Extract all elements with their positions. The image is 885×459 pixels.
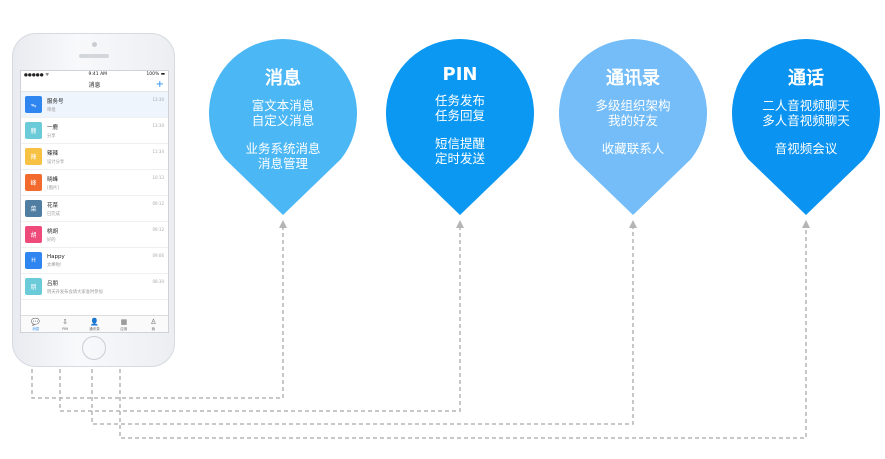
contact-name: 一鹿 <box>47 124 59 131</box>
status-bar: ●●●●● ᯤ 9:41 AM 100% ▬ <box>24 72 165 78</box>
list-item[interactable]: H Happy 太棒啦! 09:06 <box>21 248 168 274</box>
message-preview: 太棒啦! <box>47 262 62 268</box>
tab-label: 我 <box>151 327 156 331</box>
avatar: 胡 <box>25 226 42 243</box>
tab-icon: 💬 <box>31 318 41 326</box>
feature-item: 我的好友 <box>607 113 658 128</box>
tab-label: 应用 <box>120 327 128 331</box>
message-preview: 明天开发布会请大家准时参加 <box>47 289 103 295</box>
phone-screen: ●●●●● ᯤ 9:41 AM 100% ▬ 消息 + ᯓ 服务号 审批 13:… <box>20 70 169 333</box>
avatar: 峰 <box>25 174 42 191</box>
feature-pin: 消息富文本消息自定义消息业务系统消息消息管理 <box>208 64 358 171</box>
timestamp: 10:13 <box>152 175 164 180</box>
tab-0[interactable]: 💬 消息 <box>21 316 50 332</box>
list-item[interactable]: ᯓ 服务号 审批 13:30 <box>21 92 168 118</box>
arrow-up-icon <box>279 220 287 228</box>
timestamp: 09:12 <box>152 227 164 232</box>
timestamp: 08:30 <box>152 279 164 284</box>
tab-icon: 👤 <box>90 318 99 326</box>
tab-bar: 💬 消息 ⇩ PIN 👤 通讯录 ▦ 应用 ♙ 我 <box>21 315 168 332</box>
feature-item: 任务发布 <box>434 93 485 108</box>
list-item[interactable]: 朋 吕朋 明天开发布会请大家准时参加 08:30 <box>21 274 168 300</box>
contact-name: Happy <box>47 253 65 260</box>
feature-item: 定时发送 <box>434 151 485 166</box>
avatar: 辣 <box>25 148 42 165</box>
phone-mockup: ●●●●● ᯤ 9:41 AM 100% ▬ 消息 + ᯓ 服务号 审批 13:… <box>12 33 175 367</box>
avatar: ᯓ <box>25 96 42 113</box>
home-button[interactable] <box>82 336 106 360</box>
avatar: H <box>25 252 42 269</box>
tab-label: 通讯录 <box>89 327 100 331</box>
feature-item: 富文本消息 <box>251 98 315 113</box>
contact-name: 桃胡 <box>47 228 59 235</box>
pin-title: PIN <box>442 64 478 85</box>
dashed-connector <box>59 226 461 412</box>
avatar: 朋 <box>25 278 42 295</box>
dashed-connector <box>91 226 634 425</box>
pin-title: 通话 <box>788 68 824 89</box>
tab-4[interactable]: ♙ 我 <box>139 316 168 332</box>
arrow-up-icon <box>802 220 810 228</box>
dashed-connector <box>31 226 284 399</box>
feature-item: 音视频会议 <box>774 141 838 156</box>
feature-item: 二人音视频聊天 <box>762 98 850 113</box>
list-item[interactable]: 辣 辣辣 设计分享 11:34 <box>21 144 168 170</box>
feature-item: 业务系统消息 <box>245 141 321 156</box>
message-preview: 好的 <box>47 237 56 243</box>
list-item[interactable]: 鹿 一鹿 分享 13:30 <box>21 118 168 144</box>
tab-label: 消息 <box>32 327 40 331</box>
add-icon[interactable]: + <box>155 79 164 90</box>
message-preview: [图片] <box>47 185 59 191</box>
feature-pin: 通话二人音视频聊天多人音视频聊天音视频会议 <box>731 64 881 156</box>
speaker <box>79 54 109 58</box>
list-item[interactable]: 胡 桃胡 好的 09:12 <box>21 222 168 248</box>
feature-item: 多人音视频聊天 <box>762 113 850 128</box>
message-preview: 设计分享 <box>47 159 65 165</box>
feature-pin: PIN 任务发布任务回复短信提醒定时发送 <box>385 64 535 166</box>
pin-shape <box>559 39 707 215</box>
pin-title: 通讯录 <box>606 68 660 89</box>
contact-name: 花菜 <box>47 202 59 209</box>
message-preview: 审批 <box>47 107 56 113</box>
arrow-up-icon <box>629 220 637 228</box>
tab-2[interactable]: 👤 通讯录 <box>80 316 109 332</box>
message-preview: 分享 <box>47 133 56 139</box>
dashed-connector <box>119 226 807 439</box>
tab-icon: ♙ <box>150 318 157 326</box>
feature-item: 短信提醒 <box>434 136 485 151</box>
contact-name: 吕朋 <box>47 280 59 287</box>
contact-name: 晓峰 <box>47 176 59 183</box>
feature-item: 收藏联系人 <box>601 141 665 156</box>
timestamp: 13:30 <box>152 97 164 102</box>
tab-label: PIN <box>62 327 68 331</box>
list-item[interactable]: 峰 晓峰 [图片] 10:13 <box>21 170 168 196</box>
camera <box>92 42 97 47</box>
timestamp: 13:30 <box>152 123 164 128</box>
pin-shape <box>385 39 534 215</box>
feature-item: 任务回复 <box>434 108 485 123</box>
feature-pin: 通讯录多级组织架构我的好友收藏联系人 <box>558 64 708 156</box>
contact-name: 服务号 <box>47 98 64 105</box>
tab-1[interactable]: ⇩ PIN <box>50 316 79 332</box>
feature-item: 多级组织架构 <box>595 98 671 113</box>
tab-icon: ⇩ <box>62 318 69 326</box>
list-item[interactable]: 菜 花菜 已完成 09:12 <box>21 196 168 222</box>
timestamp: 09:06 <box>152 253 164 258</box>
message-preview: 已完成 <box>47 211 60 217</box>
feature-item: 自定义消息 <box>251 113 315 128</box>
arrow-up-icon <box>456 220 464 228</box>
page-title: 消息 <box>88 82 101 89</box>
timestamp: 11:34 <box>152 149 164 154</box>
pin-shape <box>732 39 880 215</box>
avatar: 鹿 <box>25 122 42 139</box>
contact-name: 辣辣 <box>47 150 59 157</box>
nav-bar: 消息 + <box>21 79 168 92</box>
timestamp: 09:12 <box>152 201 164 206</box>
avatar: 菜 <box>25 200 42 217</box>
pin-shape <box>209 39 357 215</box>
pin-title: 消息 <box>265 68 301 89</box>
feature-item: 消息管理 <box>257 156 308 171</box>
tab-3[interactable]: ▦ 应用 <box>109 316 138 332</box>
tab-icon: ▦ <box>120 318 128 326</box>
